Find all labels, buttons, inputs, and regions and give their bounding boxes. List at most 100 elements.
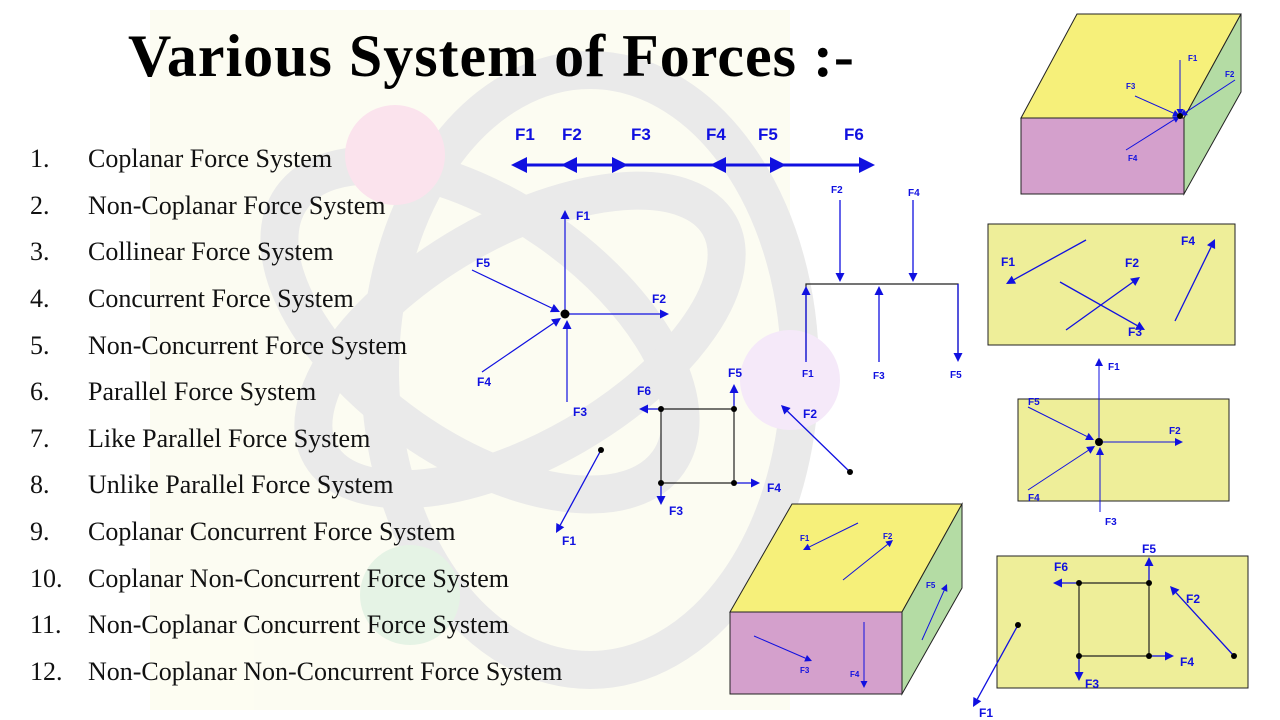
- force-arrow-line: [471, 269, 553, 309]
- force-label: F3: [631, 125, 651, 144]
- force-arrow-head: [781, 405, 791, 415]
- force-arrow-head: [639, 404, 648, 414]
- force-label: F4: [706, 125, 726, 144]
- force-label: F4: [908, 188, 920, 199]
- list-item: 4.Concurrent Force System: [30, 284, 354, 314]
- force-arrow-head: [1006, 275, 1017, 284]
- force-arrow-head: [1085, 432, 1094, 440]
- point-of-application: [1231, 653, 1237, 659]
- force-label: F1: [1001, 255, 1015, 269]
- force-label: F2: [1186, 592, 1200, 606]
- force-label: F3: [873, 371, 885, 382]
- force-arrow-head: [1053, 578, 1062, 588]
- force-arrow-head: [908, 273, 918, 282]
- force-arrow-head: [562, 320, 572, 329]
- force-arrow-head: [556, 522, 565, 533]
- force-arrow-head: [1096, 447, 1104, 455]
- force-system-list: 1.Coplanar Force System 2.Non-Coplanar F…: [30, 136, 562, 695]
- page-title: Various System of Forces :-: [128, 23, 855, 89]
- force-arrow-head: [885, 540, 893, 548]
- list-item: 7.Like Parallel Force System: [30, 423, 371, 453]
- force-arrow-head: [729, 384, 739, 393]
- force-arrow-head: [953, 353, 963, 362]
- force-label: F5: [758, 125, 778, 144]
- force-label: F3: [1128, 325, 1142, 339]
- force-label: F4: [1180, 655, 1194, 669]
- force-arrow-head: [1130, 277, 1140, 286]
- force-label: F6: [844, 125, 864, 144]
- force-arrow-line: [1174, 246, 1212, 322]
- point-of-application: [731, 480, 737, 486]
- force-label: F2: [883, 532, 893, 541]
- force-label: F3: [1085, 677, 1099, 691]
- force-arrow-head: [801, 286, 811, 295]
- force-label: F1: [562, 534, 576, 548]
- force-label: F3: [800, 666, 810, 675]
- force-arrow-head: [1144, 557, 1154, 566]
- force-arrow-line: [976, 624, 1019, 700]
- force-arrow-line: [809, 522, 859, 548]
- box-front-face: [729, 611, 903, 695]
- force-arrow-head: [1134, 321, 1145, 330]
- force-arrow-line: [753, 635, 806, 659]
- force-arrow-head: [1074, 672, 1084, 681]
- list-item: 6.Parallel Force System: [30, 377, 317, 407]
- force-arrow-head: [803, 543, 811, 551]
- force-arrow-head: [612, 157, 628, 173]
- force-arrow-head: [874, 286, 884, 295]
- point-of-application: [598, 447, 604, 453]
- force-label: F4: [767, 481, 781, 495]
- force-arrow-head: [561, 157, 577, 173]
- force-arrow-line: [1027, 406, 1088, 437]
- frame: [660, 408, 735, 484]
- force-label: F4: [1028, 493, 1040, 504]
- force-label: F5: [1028, 397, 1040, 408]
- force-arrow-line: [1134, 95, 1174, 114]
- panel-background: [987, 223, 1236, 346]
- list-item: 5.Non-Concurrent Force System: [30, 330, 408, 360]
- beam: [805, 283, 959, 360]
- force-arrow-head: [860, 681, 868, 688]
- point-of-application: [1076, 580, 1082, 586]
- force-arrow-head: [804, 655, 812, 662]
- force-arrow-line: [921, 590, 945, 641]
- force-arrow-line: [842, 543, 888, 581]
- force-label: F3: [573, 405, 587, 419]
- force-label: F5: [728, 366, 742, 380]
- point-of-application: [1076, 653, 1082, 659]
- force-arrow-line: [1059, 281, 1138, 327]
- force-arrow-head: [1207, 239, 1216, 250]
- list-item: 8.Unlike Parallel Force System: [30, 470, 394, 500]
- force-label: F1: [1108, 362, 1120, 373]
- force-label: F4: [1181, 234, 1195, 248]
- force-arrow-line: [1027, 449, 1089, 491]
- point-of-application: [1146, 580, 1152, 586]
- force-arrow-line: [787, 410, 851, 473]
- force-label: F5: [950, 370, 962, 381]
- list-item: 9.Coplanar Concurrent Force System: [30, 517, 456, 547]
- force-arrow-head: [835, 273, 845, 282]
- force-arrow-head: [1165, 651, 1174, 661]
- point-of-application: [560, 309, 570, 319]
- force-label: F4: [1128, 154, 1138, 163]
- force-arrow-line: [481, 322, 554, 373]
- force-arrow-head: [1176, 109, 1184, 116]
- force-arrow-line: [1185, 79, 1236, 113]
- force-label: F1: [802, 369, 814, 380]
- force-arrow-line: [1013, 239, 1087, 281]
- force-arrow-head: [973, 696, 982, 707]
- point-of-application: [1146, 653, 1152, 659]
- list-item: 12.Non-Coplanar Non-Concurrent Force Sys…: [30, 656, 563, 686]
- force-label: F2: [831, 185, 843, 196]
- point-of-application: [1177, 113, 1183, 119]
- force-label: F5: [926, 581, 936, 590]
- force-label: F1: [979, 706, 993, 720]
- panel-background: [1017, 398, 1230, 502]
